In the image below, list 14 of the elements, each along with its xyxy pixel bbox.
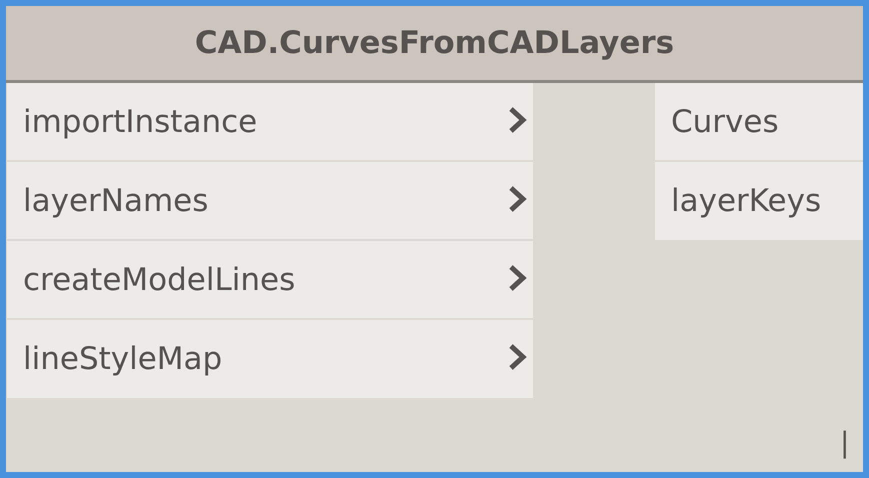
port-name: importInstance <box>23 104 258 140</box>
input-port <box>7 83 533 160</box>
output-port <box>655 162 863 240</box>
port-name: lineStyleMap <box>23 341 222 377</box>
port-name: createModelLines <box>23 262 296 298</box>
input-port <box>7 162 533 239</box>
port-name: layerNames <box>23 182 208 218</box>
node-title: CAD.CurvesFromCADLayers <box>194 25 674 61</box>
input-port <box>7 241 533 318</box>
output-port <box>655 83 863 160</box>
lacing-mark: | <box>840 426 850 459</box>
port-name: layerKeys <box>671 183 822 219</box>
input-port <box>7 320 533 398</box>
port-name: Curves <box>671 104 779 140</box>
